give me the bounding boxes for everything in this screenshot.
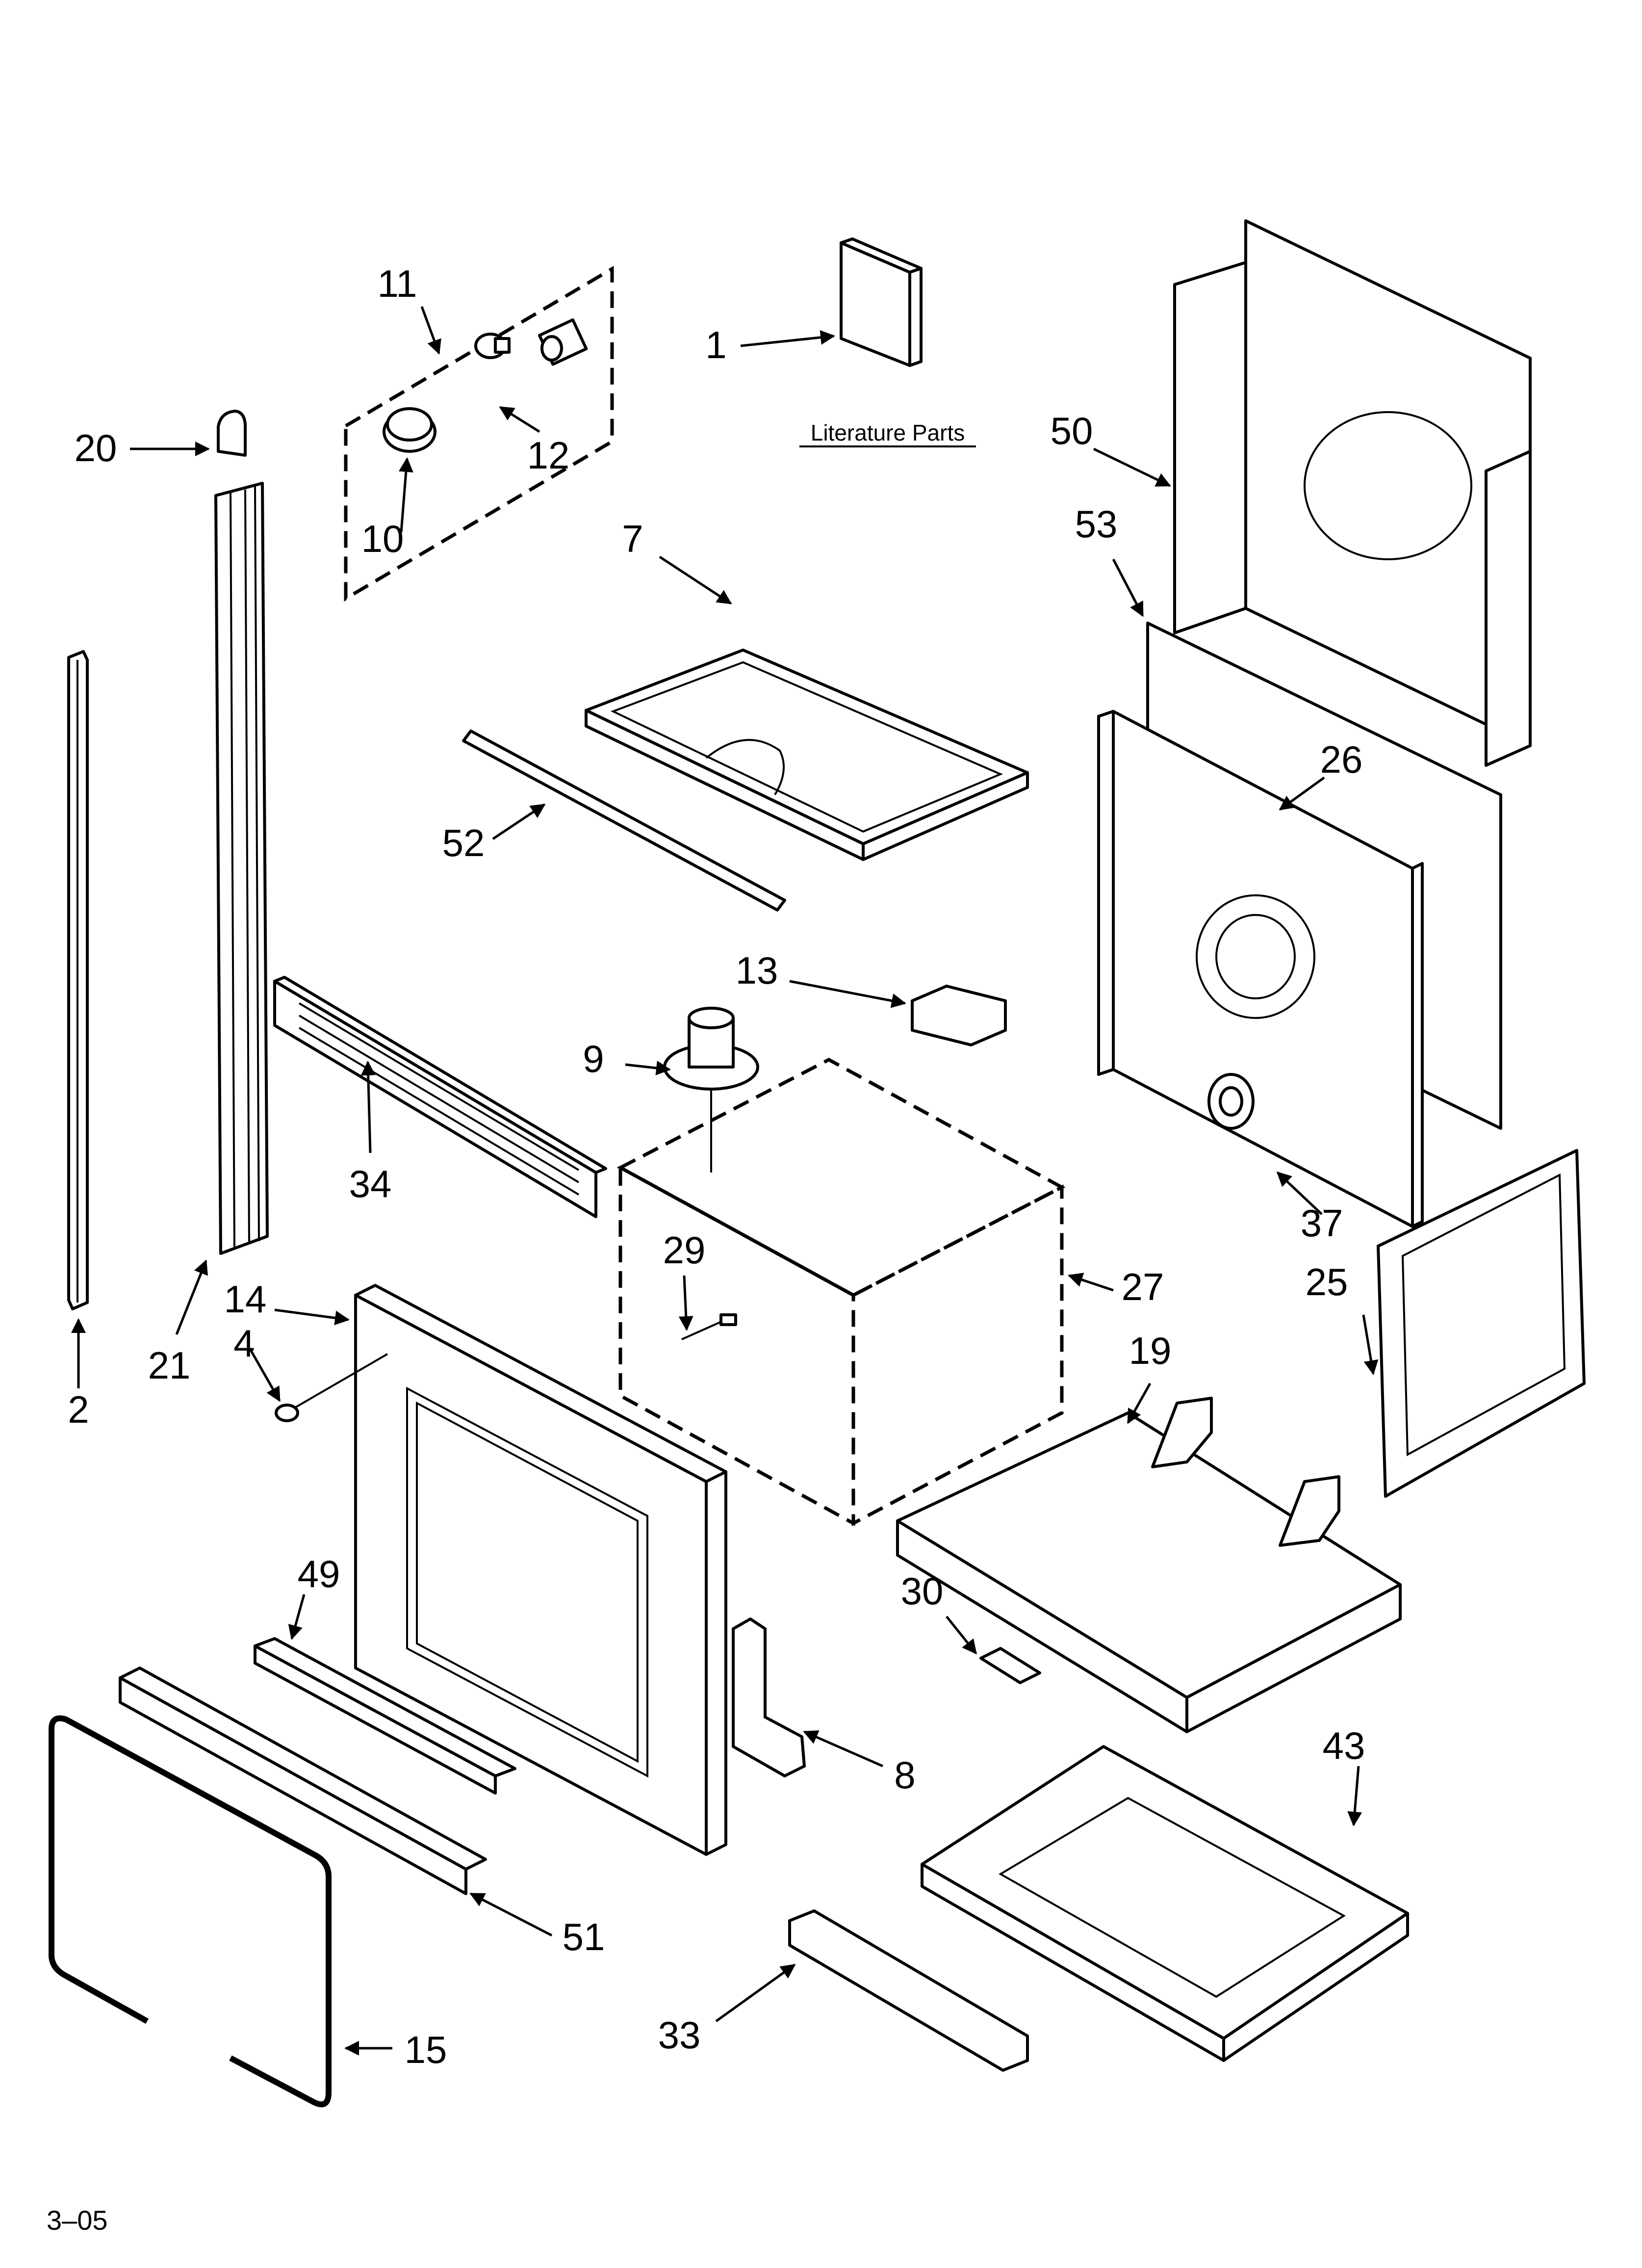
callout-1: 1 <box>705 323 726 366</box>
part-13-bracket <box>789 980 1007 1046</box>
part-30-clip <box>946 1616 1041 1684</box>
part-43-base-pan <box>921 1745 1409 2062</box>
callout-8: 8 <box>894 1753 915 1797</box>
callout-51: 51 <box>563 1915 605 1958</box>
callout-7: 7 <box>622 517 643 560</box>
callout-34: 34 <box>349 1162 392 1205</box>
part-51-vent-trim <box>119 1667 553 1937</box>
callout-52: 52 <box>442 821 485 864</box>
part-11-knob-kit <box>344 265 614 602</box>
part-8-bracket <box>732 1617 884 1777</box>
part-34-vent-panel <box>273 976 607 1218</box>
callout-30: 30 <box>901 1569 944 1613</box>
callout-29: 29 <box>663 1228 706 1272</box>
part-19-shelf <box>896 1382 1402 1733</box>
callout-13: 13 <box>736 949 778 992</box>
part-9-thermostat <box>625 1007 759 1173</box>
callout-2: 2 <box>68 1388 89 1431</box>
part-25-side-panel <box>1362 1149 1586 1498</box>
part-7-gasket-panel <box>585 555 1029 861</box>
callout-20: 20 <box>75 426 117 469</box>
part-52-strip <box>462 730 786 912</box>
part-27-oven-cavity <box>616 1058 1114 1526</box>
callout-37: 37 <box>1301 1201 1343 1245</box>
callout-14: 14 <box>224 1277 267 1321</box>
callout-33: 33 <box>658 2013 701 2057</box>
callout-labels: 1 2 4 7 8 9 10 11 12 13 14 15 19 20 21 2… <box>47 262 1365 2236</box>
callout-9: 9 <box>583 1037 604 1080</box>
part-4-screw <box>249 1348 388 1422</box>
part-21-side-rail <box>175 482 269 1335</box>
callout-43: 43 <box>1323 1724 1365 1767</box>
part-2-side-trim <box>67 650 89 1388</box>
footer-code: 3–05 <box>47 2205 108 2236</box>
callout-50: 50 <box>1051 409 1093 452</box>
callout-4: 4 <box>233 1322 255 1365</box>
part-37-element <box>1207 1073 1323 1215</box>
callout-19: 19 <box>1129 1329 1172 1372</box>
callout-27: 27 <box>1122 1265 1164 1308</box>
part-15-gasket <box>49 1715 392 2108</box>
callout-21: 21 <box>148 1344 191 1387</box>
part-1-literature <box>740 237 976 447</box>
part-14-front-frame <box>274 1284 727 1856</box>
part-50-rear-panel <box>1093 219 1532 767</box>
literature-parts-caption: Literature Parts <box>811 420 965 445</box>
callout-26: 26 <box>1320 738 1363 781</box>
callout-12: 12 <box>527 434 570 477</box>
part-49-strip <box>254 1594 516 1795</box>
callout-11: 11 <box>378 262 417 305</box>
part-26-rear-wall <box>1097 710 1424 1228</box>
part-20-end-cap <box>130 410 247 457</box>
callout-25: 25 <box>1306 1260 1348 1303</box>
callout-10: 10 <box>361 517 404 560</box>
callout-53: 53 <box>1075 502 1118 546</box>
callout-49: 49 <box>298 1552 340 1595</box>
callout-15: 15 <box>405 2028 447 2071</box>
part-33-rail <box>715 1909 1029 2072</box>
